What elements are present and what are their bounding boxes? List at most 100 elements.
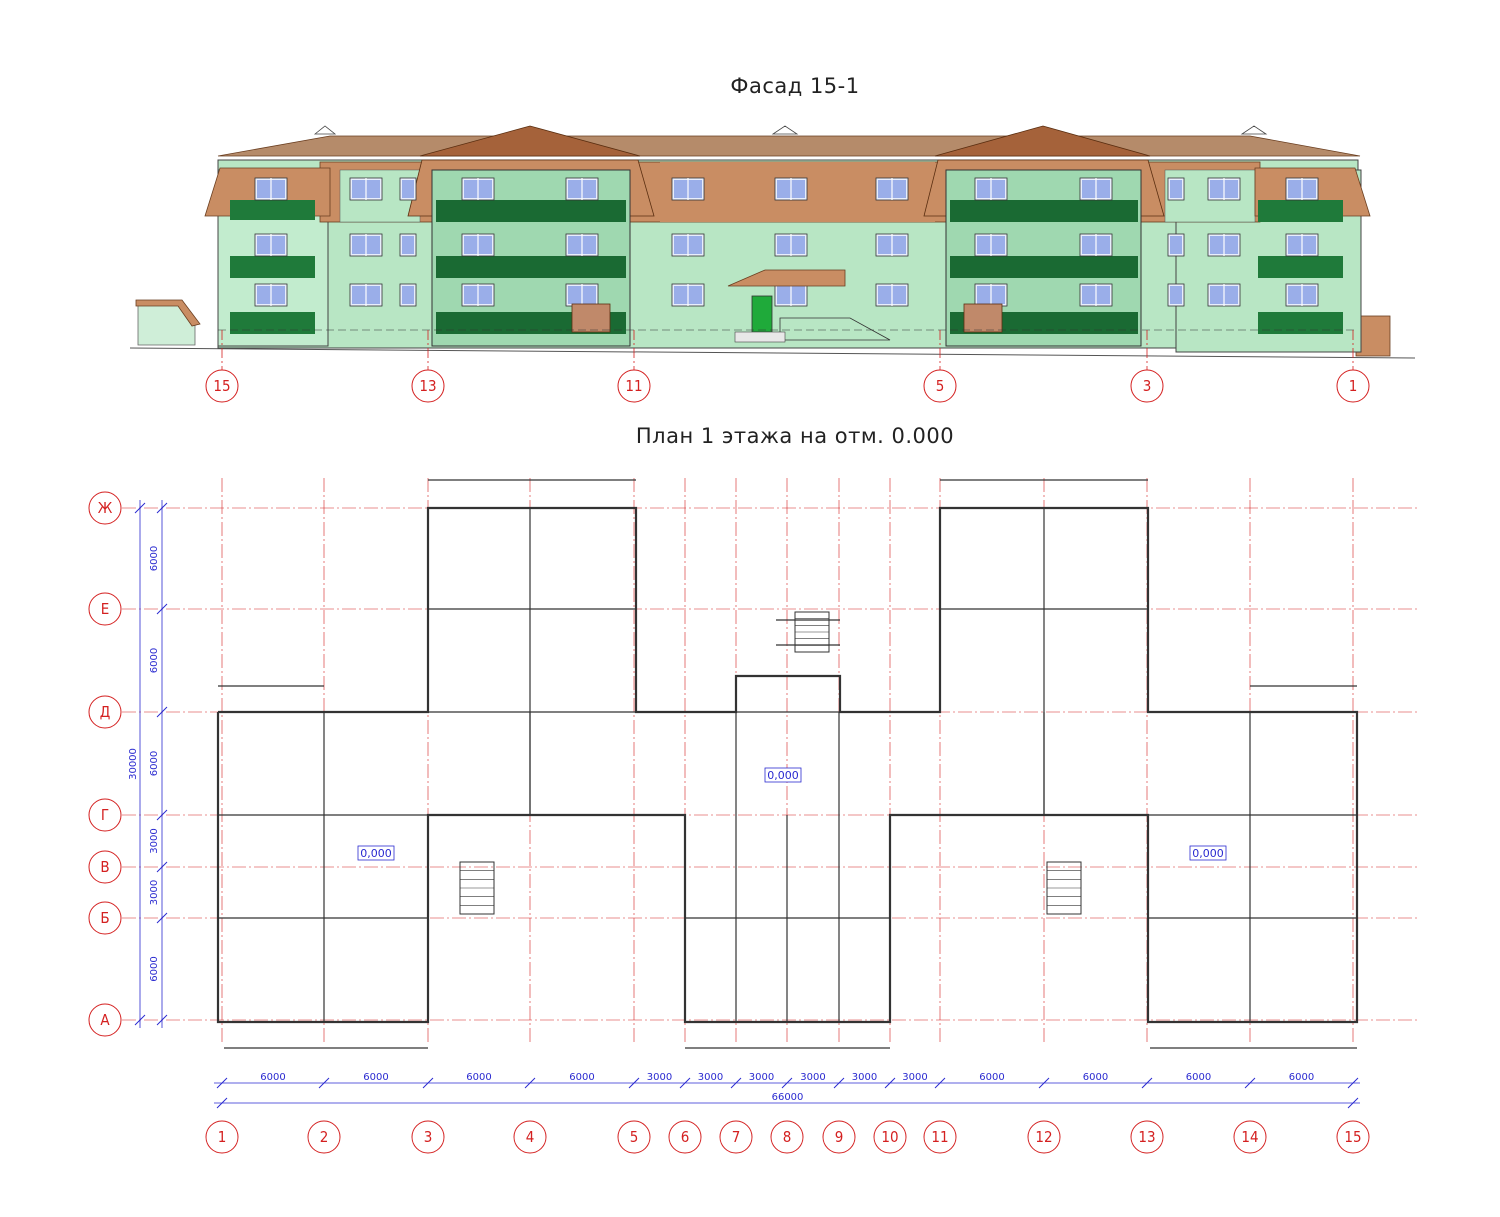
col-axis-bubble	[205, 1120, 239, 1154]
facade-window	[671, 283, 705, 307]
facade-title: Фасад 15-1	[730, 74, 860, 98]
facade-axis-bubble	[205, 369, 239, 403]
facade-window	[461, 233, 495, 257]
vdim-tick	[156, 1014, 168, 1026]
row-axis-bubble	[88, 901, 122, 935]
col-axis-bubble	[1027, 1120, 1061, 1154]
facade-window	[1285, 233, 1319, 257]
col-axis-label: 5	[630, 1128, 639, 1146]
roof-block-left	[419, 125, 641, 157]
facade-window	[565, 283, 599, 307]
dim-tick	[1347, 1097, 1359, 1109]
level-mark-box	[357, 845, 395, 861]
facade-window	[671, 177, 705, 201]
col-dim-label: 6000	[1186, 1072, 1211, 1083]
col-dim-label: 3000	[749, 1072, 774, 1083]
facade-window	[671, 233, 705, 257]
col-dim-label: 3000	[647, 1072, 672, 1083]
dim-tick	[1038, 1077, 1050, 1089]
dormer-2	[771, 125, 799, 135]
dim-tick	[524, 1077, 536, 1089]
facade-window	[349, 177, 383, 201]
col-axis-bubble	[822, 1120, 856, 1154]
col-axis-label: 4	[526, 1128, 535, 1146]
dim-tick	[1141, 1077, 1153, 1089]
entrance-door	[751, 295, 773, 333]
col-axis-bubble	[770, 1120, 804, 1154]
facade-windows	[254, 177, 1319, 307]
facade-axis-bubble	[1336, 369, 1370, 403]
dim-tick	[884, 1077, 896, 1089]
facade-window	[1285, 283, 1319, 307]
col-dim-label: 3000	[852, 1072, 877, 1083]
col-dim-label: 6000	[466, 1072, 491, 1083]
col-axis-label: 15	[1344, 1128, 1361, 1146]
col-axis-bubble	[923, 1120, 957, 1154]
exterior-wall	[216, 506, 1359, 1024]
vdim-tick	[156, 603, 168, 615]
row-axis-bubble	[88, 491, 122, 525]
col-axis-label: 12	[1035, 1128, 1052, 1146]
col-dim-label: 6000	[1289, 1072, 1314, 1083]
col-axis-label: 13	[1138, 1128, 1155, 1146]
row-axis-label: Г	[101, 806, 109, 824]
container-right	[963, 303, 1003, 333]
row-axis-bubble	[88, 695, 122, 729]
facade-axis-bubble	[411, 369, 445, 403]
facade-window	[875, 233, 909, 257]
facade-axis-bubble	[1130, 369, 1164, 403]
dim-tick	[730, 1077, 742, 1089]
dim-tick	[1347, 1077, 1359, 1089]
dormer-1	[313, 125, 337, 135]
facade-window	[875, 283, 909, 307]
dim-tick	[216, 1077, 228, 1089]
facade-window	[254, 233, 288, 257]
col-dim-label: 6000	[260, 1072, 285, 1083]
plan-walls	[216, 479, 1359, 1049]
row-axis-label: А	[100, 1011, 110, 1029]
facade-window	[1167, 233, 1185, 257]
col-axis-label: 7	[732, 1128, 741, 1146]
entrance-canopy	[727, 269, 846, 287]
facade-window	[1079, 283, 1113, 307]
entrance-roof-left	[135, 299, 201, 327]
facade-window	[1285, 177, 1319, 201]
row-axis-label: Д	[100, 703, 111, 721]
col-axis-label: 14	[1241, 1128, 1258, 1146]
dim-tick	[216, 1097, 228, 1109]
row-axis-bubble	[88, 798, 122, 832]
facade-window	[565, 177, 599, 201]
row-dim-label: 6000	[149, 546, 160, 571]
row-axis-bubble	[88, 850, 122, 884]
col-axis-bubble	[1130, 1120, 1164, 1154]
col-axis-label: 2	[320, 1128, 329, 1146]
facade-window	[974, 177, 1008, 201]
dim-tick	[833, 1077, 845, 1089]
col-axis-bubble	[1233, 1120, 1267, 1154]
axis-grid	[122, 478, 1420, 1045]
level-mark-label: 0,000	[767, 769, 799, 782]
col-axis-bubble	[617, 1120, 651, 1154]
col-dim-label: 6000	[1083, 1072, 1108, 1083]
facade-window	[1207, 233, 1241, 257]
dim-tick	[1244, 1077, 1256, 1089]
level-mark-box	[1189, 845, 1227, 861]
total-row-dim-label: 30000	[128, 748, 139, 780]
vdim-tick	[156, 861, 168, 873]
stair	[1046, 861, 1082, 915]
col-axis-label: 10	[881, 1128, 898, 1146]
facade-window	[399, 233, 417, 257]
col-axis-bubble	[873, 1120, 907, 1154]
roof-block-right	[934, 125, 1151, 157]
facade-window	[254, 283, 288, 307]
facade-window	[1207, 283, 1241, 307]
facade-window	[349, 283, 383, 307]
facade-axis-label: 15	[213, 377, 230, 395]
facade-window	[875, 177, 909, 201]
dormer-3	[1240, 125, 1268, 135]
facade-axis-bubble	[617, 369, 651, 403]
